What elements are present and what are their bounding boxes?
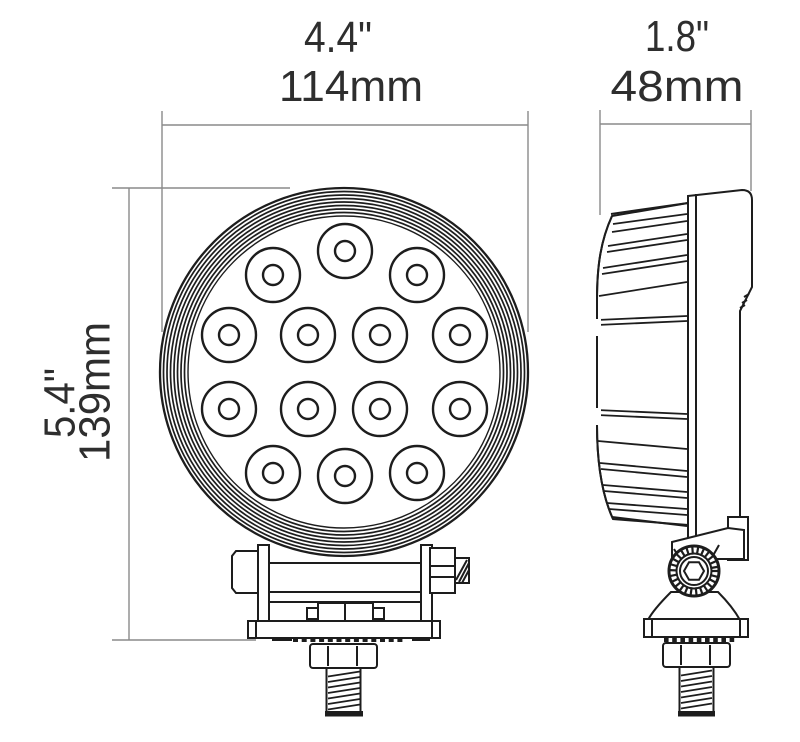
threaded-stud [678,667,715,717]
depth-label-inches: 1.8" [645,12,709,61]
housing-profile [687,188,753,548]
threaded-stud [325,668,363,717]
depth-label-mm: 48mm [611,62,744,111]
side-view [592,188,753,717]
width-label-mm: 114mm [279,62,423,111]
dimension-depth [599,110,752,215]
front-view [158,186,530,717]
width-label-inches: 4.4" [304,13,372,62]
base-serration [664,637,735,642]
led-array [200,222,489,505]
dimension-width [161,111,529,332]
bezel-front-edge [596,215,614,520]
base-serration [293,637,403,642]
swivel-mount [643,544,749,717]
front-mount-bracket [231,544,470,717]
height-label-inches: 5.4" [36,368,85,438]
height-label-mm: 139mm [71,322,120,462]
dimension-height [112,187,290,641]
bezel-fins [596,213,688,516]
